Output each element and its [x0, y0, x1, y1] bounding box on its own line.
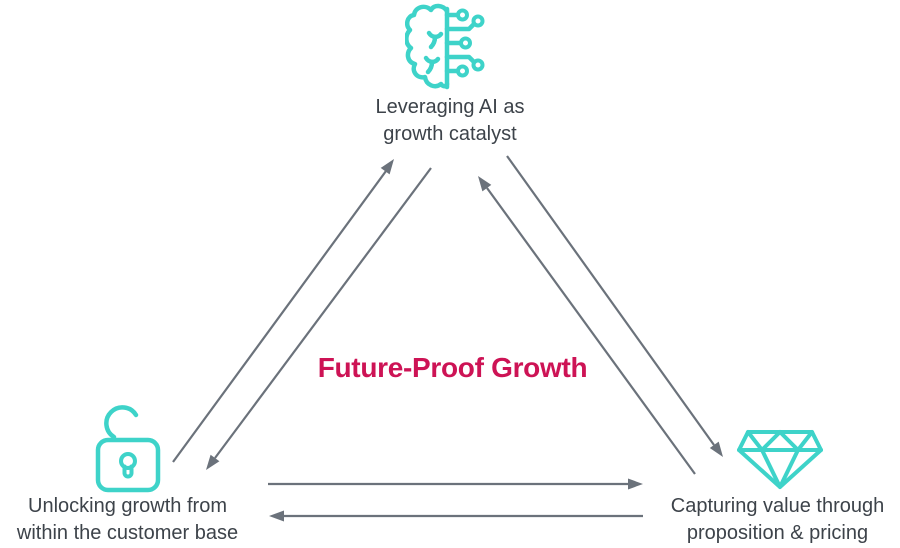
arrow-customer-to-ai: [172, 159, 394, 463]
node-ai-label-line1: Leveraging AI as: [375, 96, 525, 118]
arrow-customer-to-value: [268, 478, 643, 490]
node-customer-base-label-line2: within the customer base: [16, 522, 239, 544]
node-ai-label-line2: growth catalyst: [383, 123, 517, 145]
diamond-gem-icon: [737, 430, 823, 489]
arrow-value-to-ai: [478, 176, 696, 475]
node-ai-label: Leveraging AI as growth catalyst: [320, 94, 580, 148]
unlocked-padlock-icon: [95, 405, 161, 493]
node-value-pricing-label-line1: Capturing value through: [670, 495, 885, 517]
node-customer-base-label: Unlocking growth from within the custome…: [0, 493, 255, 547]
node-value-pricing-label-line2: proposition & pricing: [686, 522, 869, 544]
node-customer-base: [90, 398, 168, 494]
arrow-ai-to-customer: [206, 167, 432, 470]
arrow-ai-to-value: [506, 155, 723, 457]
node-value-pricing-label: Capturing value through proposition & pr…: [645, 493, 900, 547]
ai-brain-circuit-icon: [405, 3, 485, 90]
arrow-value-to-customer: [269, 510, 643, 522]
node-ai: [405, 3, 495, 93]
center-title: Future-Proof Growth: [317, 352, 588, 383]
node-customer-base-label-line1: Unlocking growth from: [28, 495, 227, 517]
node-value-pricing: [735, 425, 825, 495]
